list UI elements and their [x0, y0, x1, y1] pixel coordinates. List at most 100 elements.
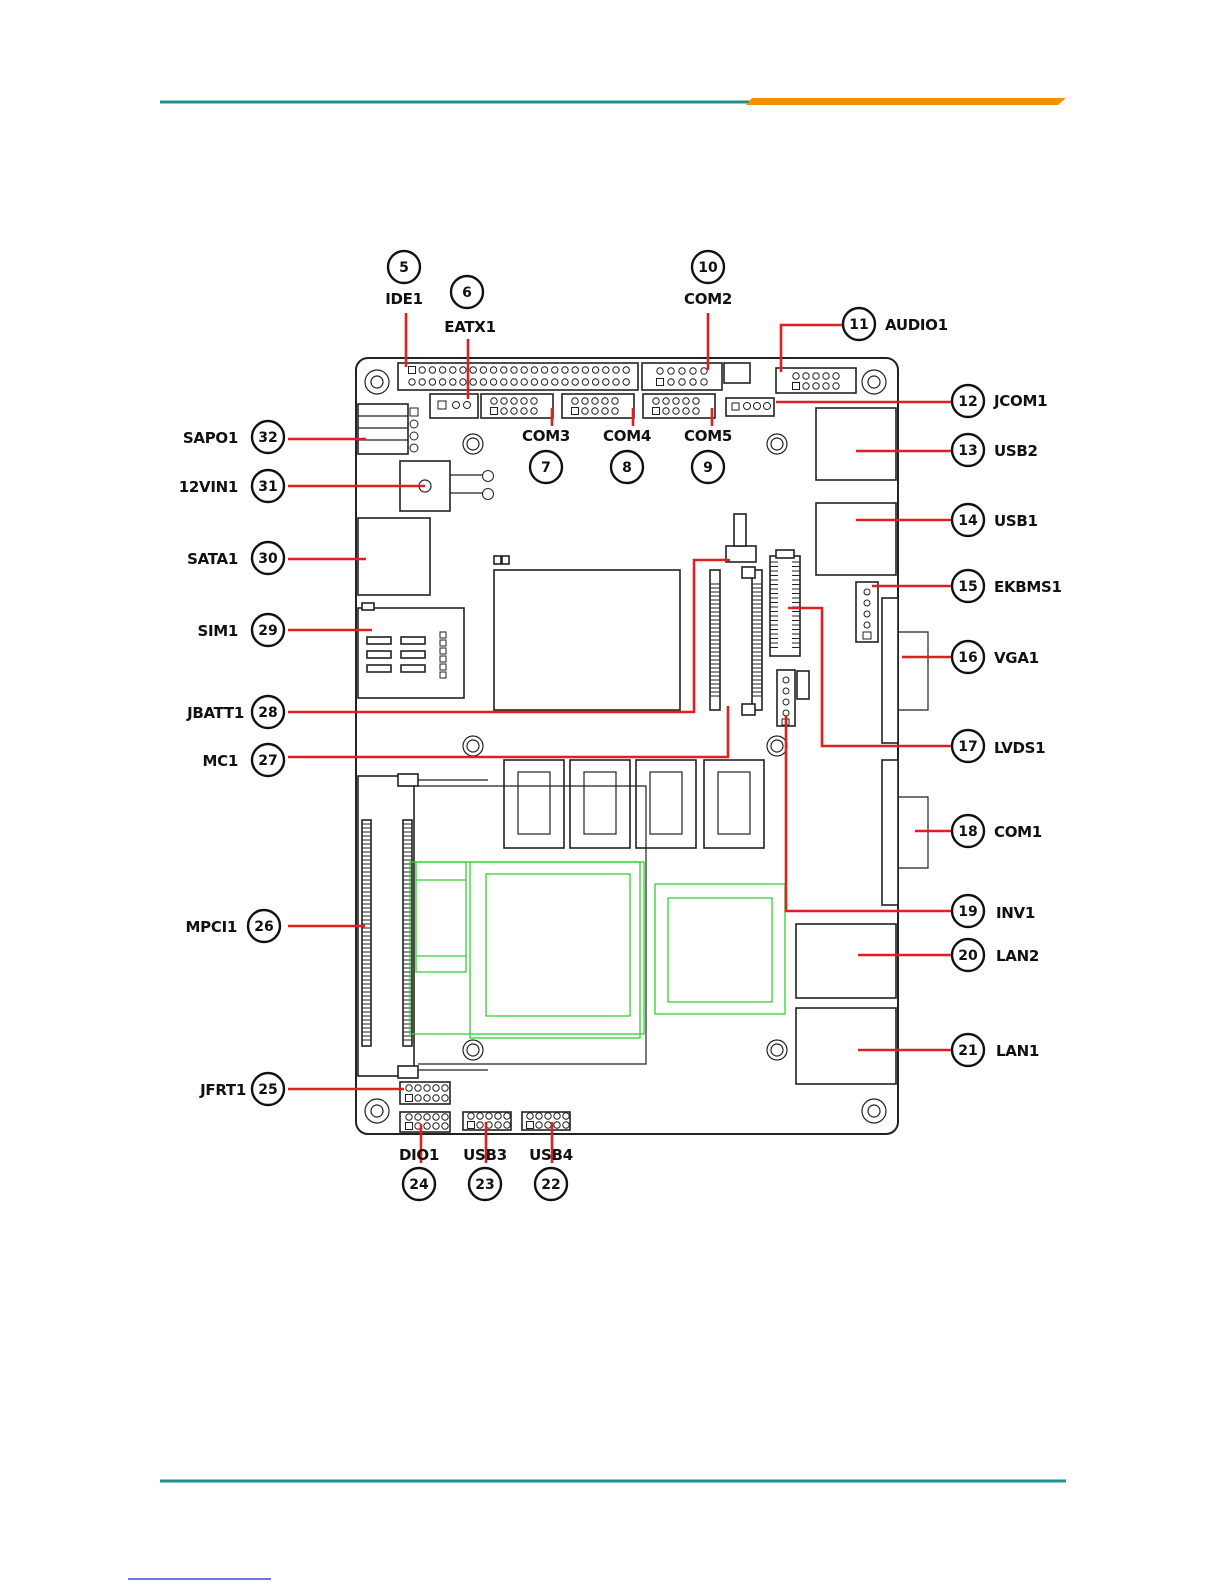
callout-number: 26 — [254, 919, 273, 935]
callout-number: 16 — [958, 650, 977, 666]
callout-number: 23 — [475, 1177, 494, 1193]
callout-label: JCOM1 — [993, 392, 1047, 410]
page-header-rule — [160, 98, 1066, 105]
ekbms1-connector — [856, 582, 878, 642]
callout-jcom1: 12 JCOM1 — [952, 385, 1047, 417]
callout-number: 17 — [958, 739, 977, 755]
callout-label: USB2 — [994, 442, 1038, 460]
callout-number: 19 — [958, 904, 977, 920]
callout-number: 13 — [958, 443, 977, 459]
callout-ekbms1: 15 EKBMS1 — [952, 570, 1062, 602]
callout-number: 18 — [958, 824, 977, 840]
callout-number: 11 — [849, 317, 868, 333]
com4-header — [562, 394, 634, 418]
callout-label: INV1 — [996, 904, 1035, 922]
callout-number: 28 — [258, 705, 277, 721]
callout-label: SAPO1 — [183, 429, 238, 447]
callout-number: 15 — [958, 579, 977, 595]
callout-inv1: 19 INV1 — [952, 895, 1035, 927]
callout-usb1: 14 USB1 — [952, 504, 1038, 536]
callout-label: JFRT1 — [199, 1081, 246, 1099]
jcom1-jumper — [726, 398, 774, 416]
callout-label: LAN1 — [996, 1042, 1039, 1060]
callout-sapo1: 32 SAPO1 — [183, 421, 284, 453]
callout-label: 12VIN1 — [179, 478, 238, 496]
callout-number: 21 — [958, 1043, 977, 1059]
lan2-port — [796, 924, 896, 998]
callout-sata1: 30 SATA1 — [187, 542, 284, 574]
callout-lvds1: 17 LVDS1 — [952, 730, 1045, 762]
callout-number: 8 — [622, 460, 632, 476]
com1-port — [882, 760, 928, 905]
callout-mc1: 27 MC1 — [203, 744, 284, 776]
callout-label: COM2 — [684, 290, 732, 308]
callout-dio1: 24 DIO1 — [399, 1146, 439, 1200]
callout-label: LAN2 — [996, 947, 1039, 965]
ide1-connector — [398, 363, 638, 390]
callout-number: 14 — [958, 513, 978, 529]
callout-audio1: 11 AUDIO1 — [843, 308, 948, 340]
callout-number: 27 — [258, 753, 277, 769]
eatx1-connector — [430, 394, 478, 418]
callout-label: EKBMS1 — [994, 578, 1062, 596]
callout-label: VGA1 — [994, 649, 1039, 667]
callout-jfrt1: 25 JFRT1 — [199, 1073, 284, 1105]
callout-number: 24 — [409, 1177, 429, 1193]
callout-number: 32 — [258, 430, 277, 446]
callout-label: MPCI1 — [186, 918, 237, 936]
sim1-socket — [358, 603, 464, 698]
callout-usb3: 23 USB3 — [463, 1146, 507, 1200]
lvds1-connector — [770, 550, 800, 656]
callout-number: 6 — [462, 285, 472, 301]
callout-label: USB1 — [994, 512, 1038, 530]
jfrt1-header — [400, 1082, 450, 1104]
callout-number: 10 — [698, 260, 718, 276]
jbatt1-jumper — [494, 556, 509, 564]
dio1-header — [400, 1112, 450, 1132]
com5-header — [643, 394, 715, 418]
vga1-port — [882, 598, 928, 743]
callout-label: LVDS1 — [994, 739, 1045, 757]
sata1-connector — [358, 518, 430, 595]
callout-number: 30 — [258, 551, 278, 567]
callout-label: COM5 — [684, 427, 732, 445]
callout-number: 20 — [958, 948, 978, 964]
callout-number: 12 — [958, 394, 977, 410]
callout-ide1: 5IDE1 — [385, 251, 423, 308]
callout-jbatt1: 28JBATT1 — [186, 696, 284, 728]
lan1-port — [796, 1008, 896, 1084]
usb1-port — [816, 503, 896, 575]
callout-label: AUDIO1 — [885, 316, 948, 334]
callout-number: 5 — [399, 260, 409, 276]
callout-vga1: 16 VGA1 — [952, 641, 1039, 673]
callout-label: MC1 — [203, 752, 238, 770]
callout-12vin1: 31 12VIN1 — [179, 470, 284, 502]
callout-number: 7 — [541, 460, 551, 476]
callout-label: DIO1 — [399, 1146, 439, 1164]
callout-usb2: 13 USB2 — [952, 434, 1038, 466]
cpu-chip-outline — [494, 570, 680, 710]
callout-label: SIM1 — [197, 622, 238, 640]
callout-mpci1: 26 MPCI1 — [186, 910, 280, 942]
callout-label: EATX1 — [444, 318, 495, 336]
callout-com2: 10COM2 — [684, 251, 732, 308]
callout-com1: 18 COM1 — [952, 815, 1042, 847]
callout-lan2: 20 LAN2 — [952, 939, 1039, 971]
callout-label: SATA1 — [187, 550, 238, 568]
callout-number: 31 — [258, 479, 277, 495]
callout-number: 9 — [703, 460, 713, 476]
callout-label: USB3 — [463, 1146, 507, 1164]
callout-label: COM3 — [522, 427, 570, 445]
callout-label: COM1 — [994, 823, 1042, 841]
com3-header — [481, 394, 553, 418]
callout-label: COM4 — [603, 427, 651, 445]
callout-number: 29 — [258, 623, 277, 639]
callout-label: USB4 — [529, 1146, 573, 1164]
usb4-header — [522, 1112, 570, 1130]
usb2-port — [816, 408, 896, 480]
callout-number: 25 — [258, 1082, 277, 1098]
callout-label: IDE1 — [385, 290, 423, 308]
